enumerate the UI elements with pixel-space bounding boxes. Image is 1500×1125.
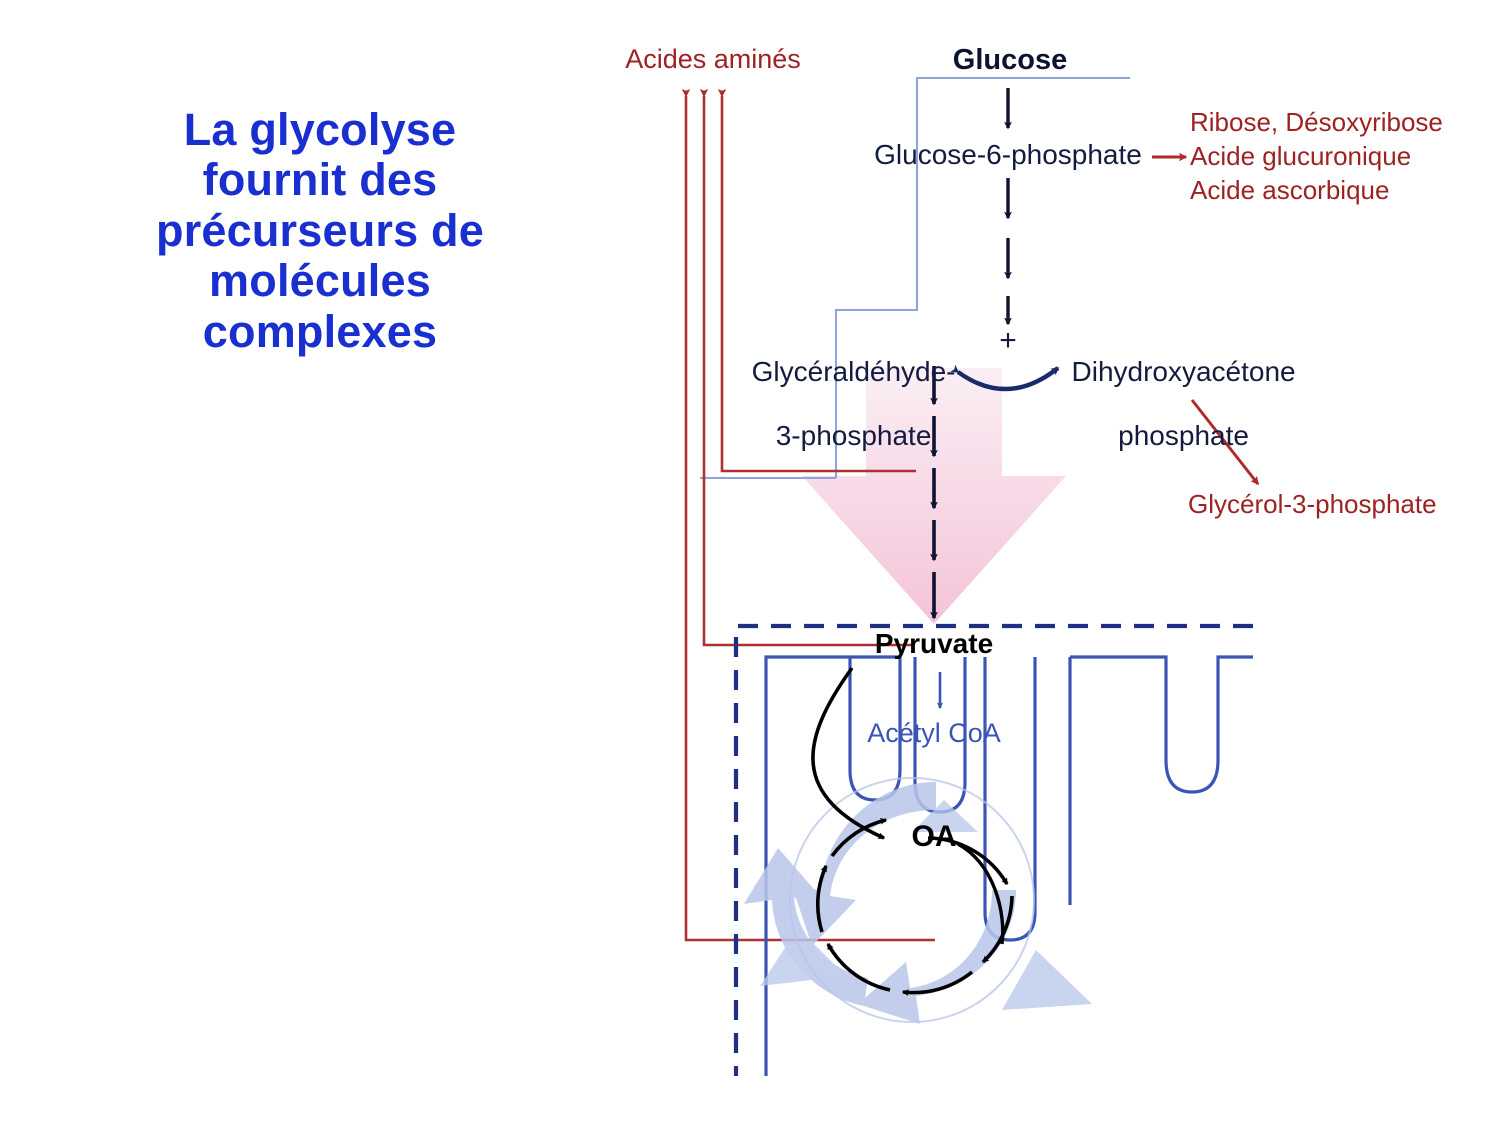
tca-cycle-decorative-ring: [789, 777, 1035, 1023]
label-oa: OA: [911, 820, 957, 853]
dhap-to-glycerol-arrow: [1190, 399, 1260, 486]
title-line-1: La glycolyse: [183, 104, 457, 155]
title-line-2: fournit des: [202, 154, 438, 206]
title-line-4: molécules: [209, 255, 431, 307]
dhap-line-2: phosphate: [1118, 419, 1249, 451]
gap-line-1: Glycéraldéhyde-: [751, 355, 956, 387]
dhap-line-1: Dihydroxyacétone: [1071, 355, 1296, 387]
title-line-3: précurseurs de: [156, 204, 484, 256]
label-acide-glucuronique: Acide glucuronique: [1190, 141, 1412, 171]
glucose-bracket-path: [700, 76, 1130, 480]
label-glycerol-3-phosphate: Glycérol-3-phosphate: [1188, 489, 1437, 519]
amino-acid-feeder-lines: [681, 89, 935, 942]
label-acide-ascorbique: Acide ascorbique: [1190, 175, 1390, 205]
label-ribose-desoxyribose: Ribose, Désoxyribose: [1190, 107, 1443, 137]
anaplerotic-arrow-to-oa: [811, 666, 1005, 945]
label-glyceraldehyde-3-phosphate: Glycéraldéhyde- 3-phosphate: [721, 324, 956, 484]
gap-dhap-equilibrium-arrow: [950, 364, 1060, 392]
label-dihydroxyacetone-phosphate: Dihydroxyacétone phosphate: [1040, 324, 1296, 484]
label-glucose-6-phosphate: Glucose-6-phosphate: [874, 139, 1142, 170]
label-glucose: Glucose: [952, 44, 1068, 76]
label-acetyl-coa: Acétyl CoA: [867, 718, 1001, 748]
label-pyruvate: Pyruvate: [874, 628, 994, 659]
label-plus-sign: +: [999, 324, 1017, 357]
label-acides-amines: Acides aminés: [625, 44, 801, 74]
gap-line-2: 3-phosphate: [775, 419, 932, 451]
mitochondrial-membrane-dashed-line: [733, 623, 1253, 1076]
title-line-5: complexes: [202, 305, 438, 357]
anabolic-branch-loops: [764, 655, 1253, 1076]
page-title: La glycolyse fournit des précurseurs de …: [70, 104, 570, 357]
tca-cycle-decorative-graphic: [744, 782, 1092, 1024]
